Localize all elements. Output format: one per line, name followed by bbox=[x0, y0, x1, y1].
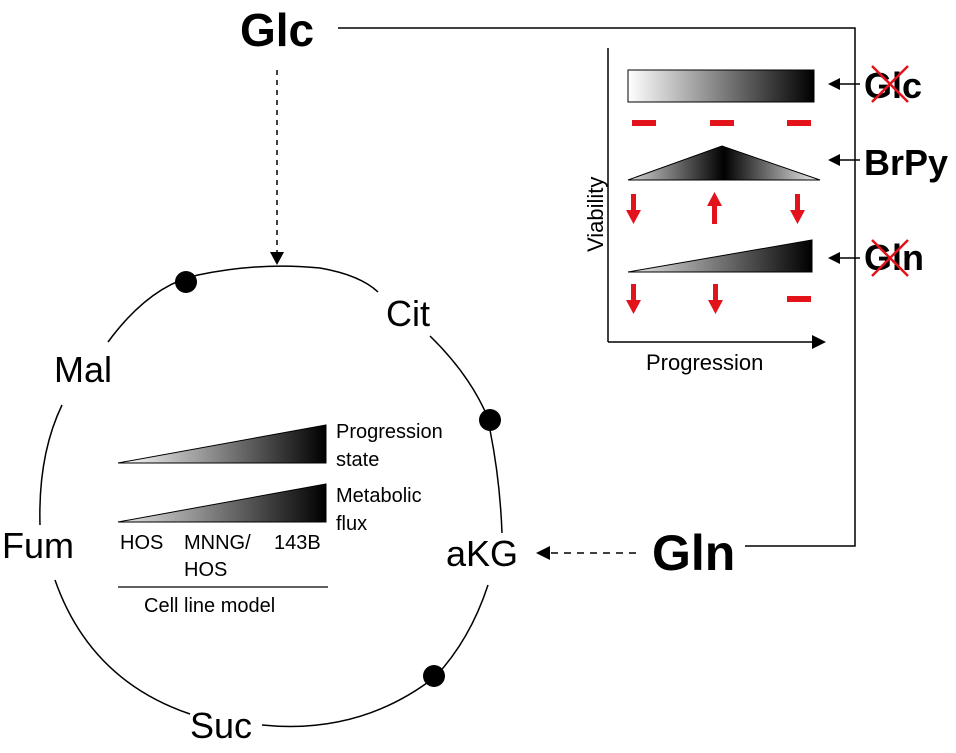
arc-cit-to-dot bbox=[429, 335, 489, 419]
progression-axis-label: Progression bbox=[646, 350, 763, 375]
cycle-node-dot bbox=[479, 409, 501, 431]
gln-strike-mark bbox=[871, 239, 909, 277]
arc-fum-to-mal bbox=[39, 404, 63, 526]
progression-state-label-1: Progression bbox=[336, 421, 443, 443]
metabolite-suc: Suc bbox=[190, 705, 252, 746]
progression-state-wedge bbox=[117, 424, 327, 464]
gln-condition-wedge bbox=[627, 239, 813, 273]
cycle-node-dot bbox=[175, 271, 197, 293]
cell-line-hos: HOS bbox=[120, 532, 163, 554]
effect-none-marker bbox=[632, 120, 656, 126]
effect-up-arrow bbox=[707, 192, 722, 224]
cycle-node-dot bbox=[423, 665, 445, 687]
condition-arrow bbox=[828, 78, 860, 90]
condition-gln-label: Gln bbox=[864, 237, 924, 278]
cell-line-143b: 143B bbox=[274, 532, 321, 554]
metabolic-flux-label-2: flux bbox=[336, 513, 367, 535]
brpy-condition-wedge bbox=[627, 145, 821, 181]
metabolite-fum: Fum bbox=[2, 525, 74, 566]
gln-to-akg-arrowhead bbox=[536, 546, 550, 560]
glc-to-cycle-arrowhead bbox=[270, 252, 284, 265]
metabolic-flux-wedge bbox=[117, 483, 327, 523]
cell-line-mnng: MNNG/ bbox=[184, 532, 251, 554]
glucose-label: Glc bbox=[240, 4, 314, 56]
metabolite-akg: aKG bbox=[446, 533, 518, 574]
glc-strike-mark bbox=[871, 65, 909, 103]
glc-condition-bar bbox=[627, 69, 815, 103]
progression-state-label-2: state bbox=[336, 449, 379, 471]
metabolite-mal: Mal bbox=[54, 349, 112, 390]
cell-line-axis-label: Cell line model bbox=[144, 595, 275, 617]
condition-arrow bbox=[828, 252, 860, 264]
arc-suc-to-fum bbox=[54, 579, 191, 715]
glc-gln-connector bbox=[338, 27, 856, 547]
effect-down-arrow bbox=[790, 194, 805, 224]
condition-arrow bbox=[828, 154, 860, 166]
arc-akg-to-dot bbox=[434, 584, 489, 678]
viability-axis-label: Viability bbox=[583, 177, 608, 252]
effect-down-arrow bbox=[708, 284, 723, 314]
effect-down-arrow bbox=[626, 194, 641, 224]
cell-line-mnng-hos: HOS bbox=[184, 559, 227, 581]
arc-dot-to-akg bbox=[489, 429, 503, 534]
arc-mal-to-cit bbox=[107, 265, 379, 343]
condition-brpy-label: BrPy bbox=[864, 142, 948, 183]
progression-x-axis-arrowhead bbox=[812, 335, 826, 349]
effect-none-marker bbox=[787, 296, 811, 302]
glutamine-label: Gln bbox=[652, 525, 735, 581]
effect-down-arrow bbox=[626, 284, 641, 314]
effect-none-marker bbox=[787, 120, 811, 126]
metabolic-flux-label-1: Metabolic bbox=[336, 485, 422, 507]
arc-dot-to-suc bbox=[261, 676, 436, 728]
effect-none-marker bbox=[710, 120, 734, 126]
metabolite-cit: Cit bbox=[386, 293, 430, 334]
